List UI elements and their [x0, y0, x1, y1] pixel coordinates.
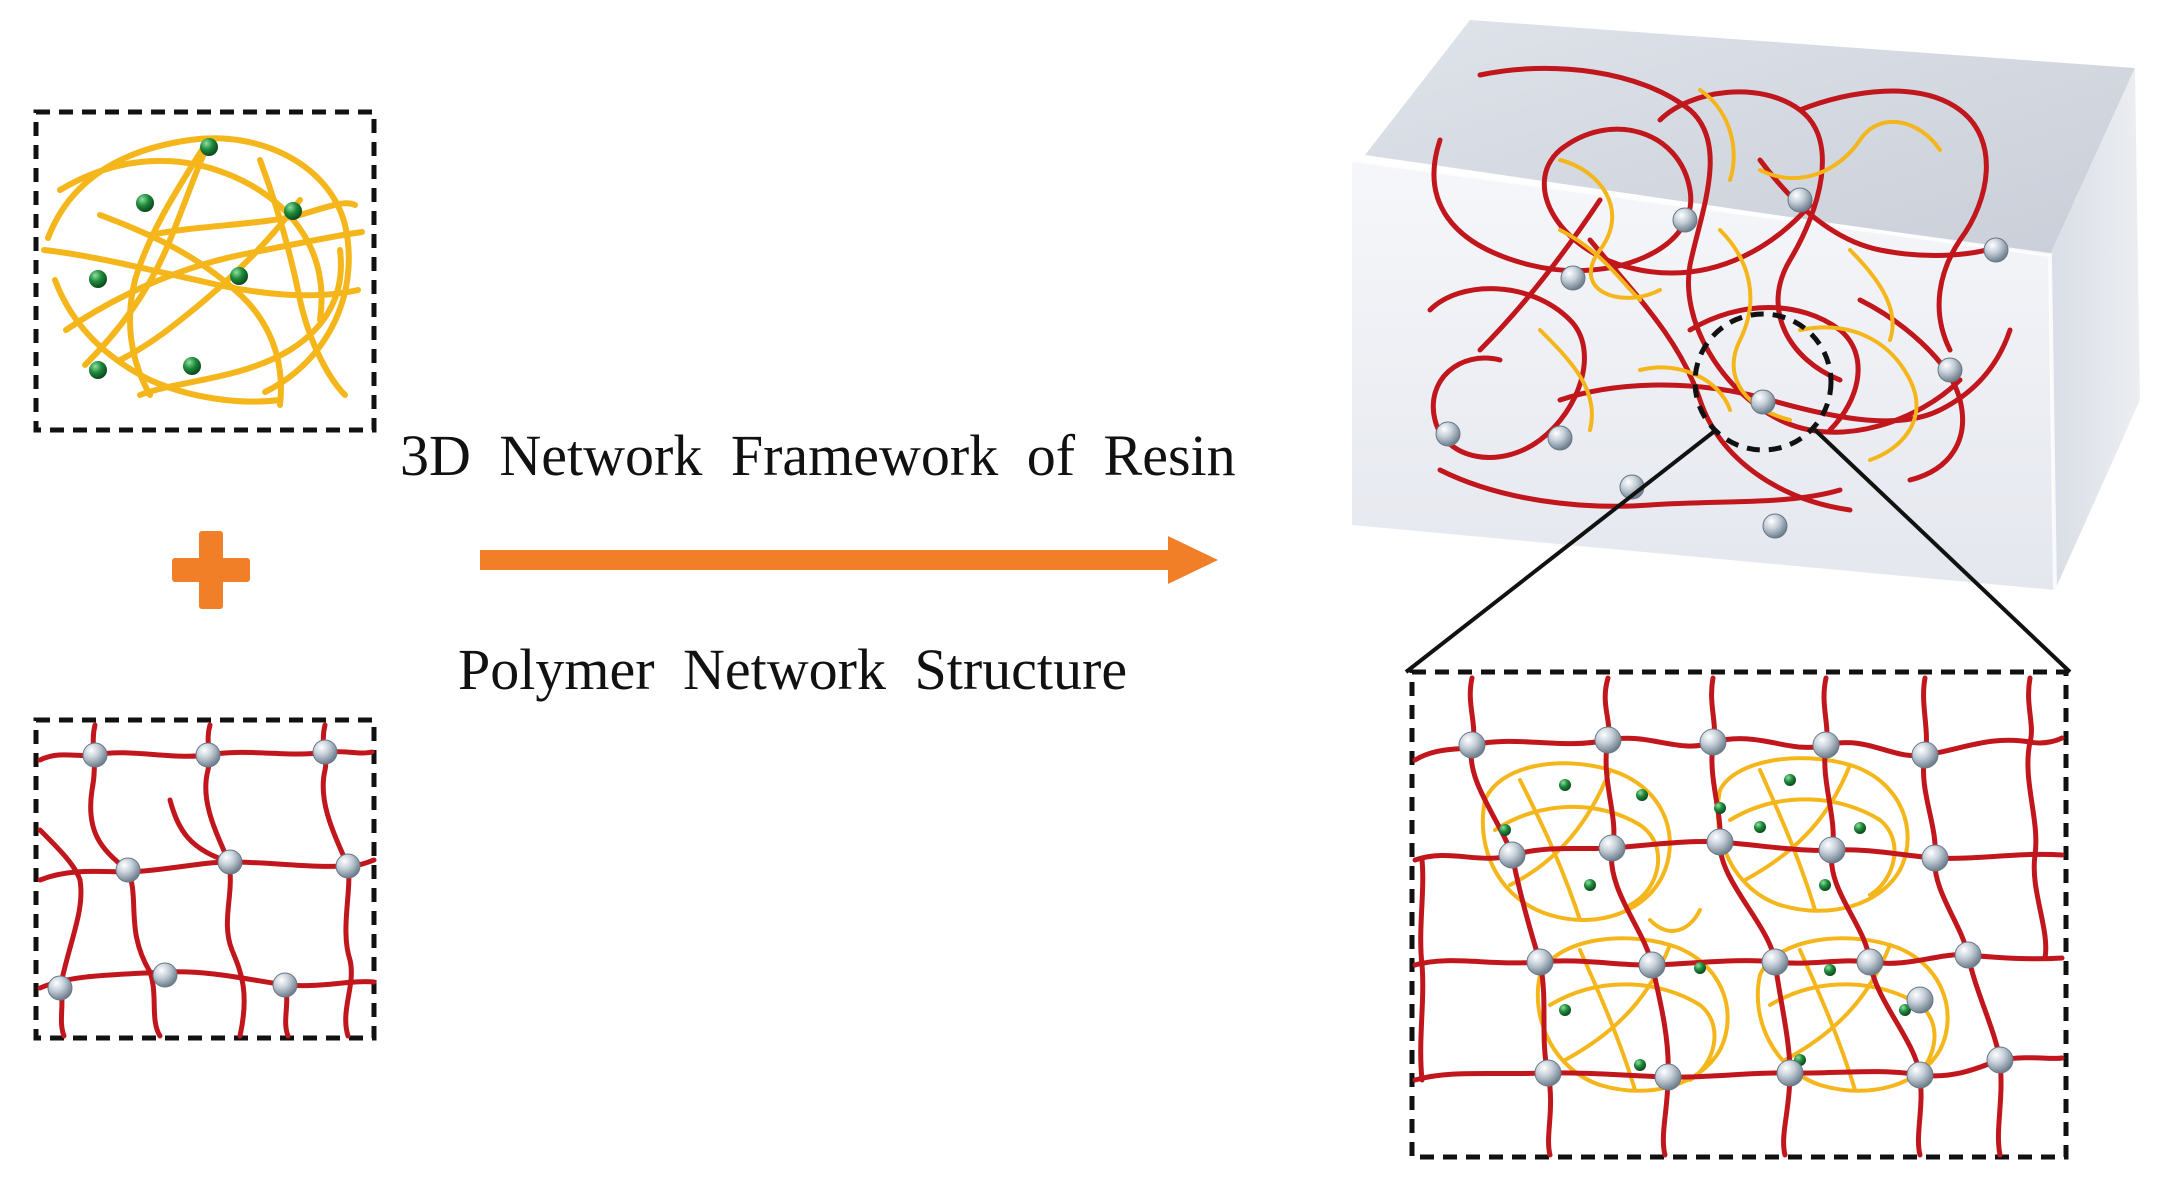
resin-node: [312, 739, 338, 765]
block-top-face: [1365, 20, 2135, 255]
zoom-resin-node: [1954, 941, 1982, 969]
resin-node: [82, 742, 108, 768]
zoom-resin-node: [1856, 948, 1884, 976]
zoom-resin-node: [1654, 1063, 1682, 1091]
zoom-polymer-node: [1634, 1059, 1646, 1071]
block-node: [1762, 513, 1788, 539]
zoom-resin-node: [1921, 844, 1949, 872]
resin-crosslinks: [47, 739, 361, 1001]
zoom-polymer-node: [1499, 824, 1511, 836]
resin-node: [217, 849, 243, 875]
zoom-polymer-node: [1559, 1004, 1571, 1016]
zoom-resin-node: [1526, 948, 1554, 976]
block-node: [1983, 237, 2009, 263]
polymer-node: [284, 202, 302, 220]
zoom-polymer-node: [1559, 779, 1571, 791]
zoom-resin-node: [1706, 828, 1734, 856]
zoom-resin-node: [1598, 834, 1626, 862]
polymer-node: [200, 138, 218, 156]
block-node: [1547, 425, 1573, 451]
block-side-face: [2050, 68, 2140, 590]
resin-block: [1351, 20, 2140, 591]
polymer-node: [183, 357, 201, 375]
block-node: [1435, 421, 1461, 447]
polymer-node: [136, 194, 154, 212]
block-polymer-chains: [1538, 88, 1942, 462]
zoom-polymer-chains: [1480, 756, 1950, 1093]
combined-network-panel: [1409, 669, 2069, 1160]
polymer-network-panel: [33, 109, 377, 433]
zoom-polymer-node: [1714, 802, 1726, 814]
zoom-resin-node: [1638, 951, 1666, 979]
resin-network-panel: [33, 717, 377, 1041]
zoom-resin-node: [1498, 841, 1526, 869]
resin-node: [195, 742, 221, 768]
plus-icon: [172, 531, 250, 609]
caption-polymer-structure: Polymer Network Structure: [458, 637, 1128, 702]
zoom-polymer-node: [1899, 1004, 1911, 1016]
block-node: [1672, 207, 1698, 233]
resin-node: [272, 972, 298, 998]
polymer-chains: [41, 135, 365, 408]
zoom-resin-node: [1812, 731, 1840, 759]
zoom-resin-node: [1818, 836, 1846, 864]
block-node: [1937, 357, 1963, 383]
zoom-resin-node: [1776, 1059, 1804, 1087]
resin-node: [335, 853, 361, 879]
zoom-circle: [1692, 311, 1834, 453]
zoom-resin-node: [1906, 1061, 1934, 1089]
polymer-node: [230, 267, 248, 285]
zoom-polymer-node: [1754, 821, 1766, 833]
resin-node: [47, 975, 73, 1001]
block-node: [1787, 187, 1813, 213]
resin-node: [115, 857, 141, 883]
zoom-resin-node: [1911, 741, 1939, 769]
zoom-resin-node: [1986, 1046, 2014, 1074]
block-node: [1750, 389, 1776, 415]
zoom-polymer-node: [1854, 822, 1866, 834]
zoom-resin-node: [1534, 1059, 1562, 1087]
zoom-polymer-node: [1584, 879, 1596, 891]
polymer-crosslinks: [89, 138, 302, 379]
block-node: [1560, 265, 1586, 291]
zoom-polymer-node: [1694, 962, 1706, 974]
zoom-resin-crosslinks: [1458, 726, 2014, 1091]
zoom-resin-node: [1458, 731, 1486, 759]
caption-resin-framework: 3D Network Framework of Resin: [400, 423, 1236, 488]
zoom-polymer-node: [1824, 964, 1836, 976]
zoom-lines: [1404, 428, 2072, 674]
arrow-right-icon: [480, 536, 1218, 584]
zoom-resin-node: [1594, 726, 1622, 754]
polymer-node: [89, 270, 107, 288]
resin-node: [152, 962, 178, 988]
zoom-resin-node: [1699, 728, 1727, 756]
block-front-face: [1352, 160, 2055, 590]
zoom-resin-node: [1906, 986, 1934, 1014]
block-crosslinks: [1435, 187, 2009, 539]
polymer-node: [89, 361, 107, 379]
zoom-resin-node: [1761, 948, 1789, 976]
zoom-polymer-crosslinks: [1499, 774, 1911, 1071]
zoom-polymer-node: [1819, 879, 1831, 891]
zoom-polymer-node: [1784, 774, 1796, 786]
zoom-polymer-node: [1636, 789, 1648, 801]
